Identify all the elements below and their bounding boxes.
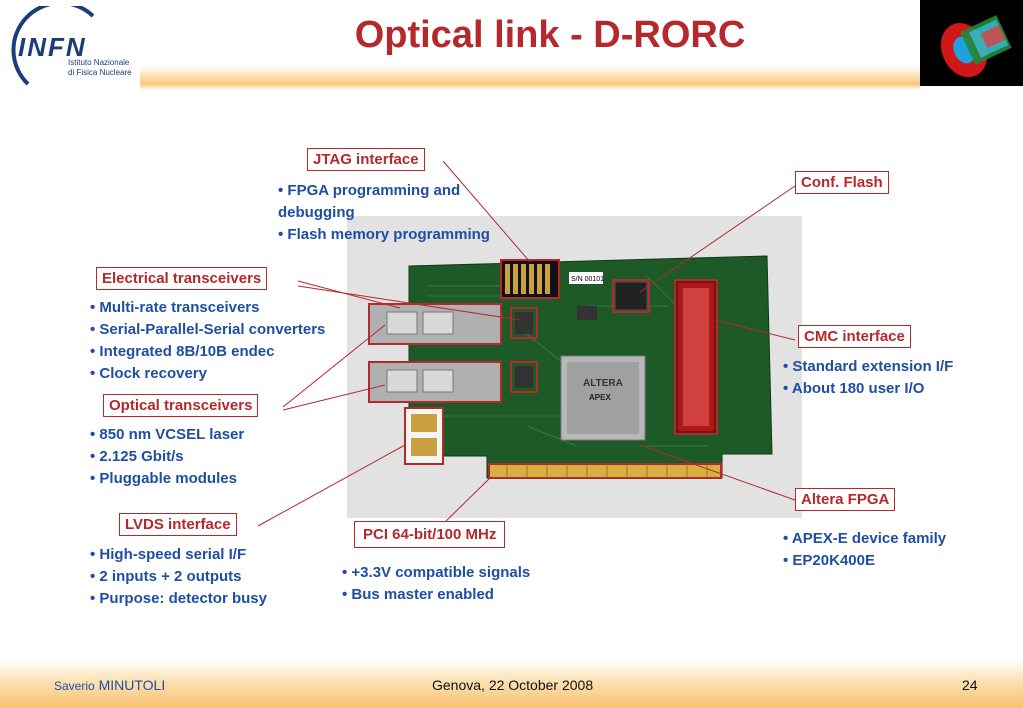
- electrical-bullets: Multi-rate transceivers Serial-Parallel-…: [90, 297, 325, 385]
- slide-title: Optical link - D-RORC: [354, 14, 746, 56]
- pci-bullets: +3.3V compatible signals Bus master enab…: [342, 562, 530, 606]
- footer-date: Genova, 22 October 2008: [432, 677, 594, 693]
- jtag-bullets: FPGA programming and debugging Flash mem…: [278, 180, 490, 246]
- page-number: 24: [962, 677, 978, 693]
- header-band: [140, 66, 920, 90]
- cmc-bullets: Standard extension I/F About 180 user I/…: [783, 356, 953, 400]
- serial-number: S/N 00101: [571, 276, 604, 283]
- logo-text: INFN: [18, 32, 87, 62]
- lvds-bullets: High-speed serial I/F 2 inputs + 2 outpu…: [90, 544, 267, 610]
- electrical-transceivers-label: Electrical transceivers: [96, 267, 268, 290]
- cmc-interface-label: CMC interface: [798, 325, 911, 348]
- footer-band: [0, 660, 1023, 708]
- logo-subtitle: Istituto Nazionale di Fisica Nucleare: [68, 58, 132, 77]
- conf-flash-label: Conf. Flash: [795, 171, 889, 194]
- infn-logo: [8, 0, 140, 92]
- board-illustration: S/N 00101 ALTERA APEX: [368, 255, 773, 479]
- chip-brand: ALTERA: [583, 378, 623, 389]
- footer-author: Saverio MINUTOLI: [54, 677, 166, 693]
- pci-label: PCI 64-bit/100 MHz: [354, 521, 506, 548]
- optical-bullets: 850 nm VCSEL laser 2.125 Gbit/s Pluggabl…: [90, 424, 244, 490]
- lvds-interface-label: LVDS interface: [119, 513, 237, 536]
- chip-model: APEX: [589, 393, 611, 402]
- board-photo: S/N 00101 ALTERA APEX: [347, 216, 802, 518]
- event-display-image: [920, 0, 1023, 86]
- infn-logo-arc: [11, 0, 95, 86]
- altera-bullets: APEX-E device family EP20K400E: [783, 528, 946, 572]
- altera-fpga-label: Altera FPGA: [795, 488, 896, 511]
- jtag-interface-label: JTAG interface: [307, 148, 425, 171]
- optical-transceivers-label: Optical transceivers: [103, 394, 259, 417]
